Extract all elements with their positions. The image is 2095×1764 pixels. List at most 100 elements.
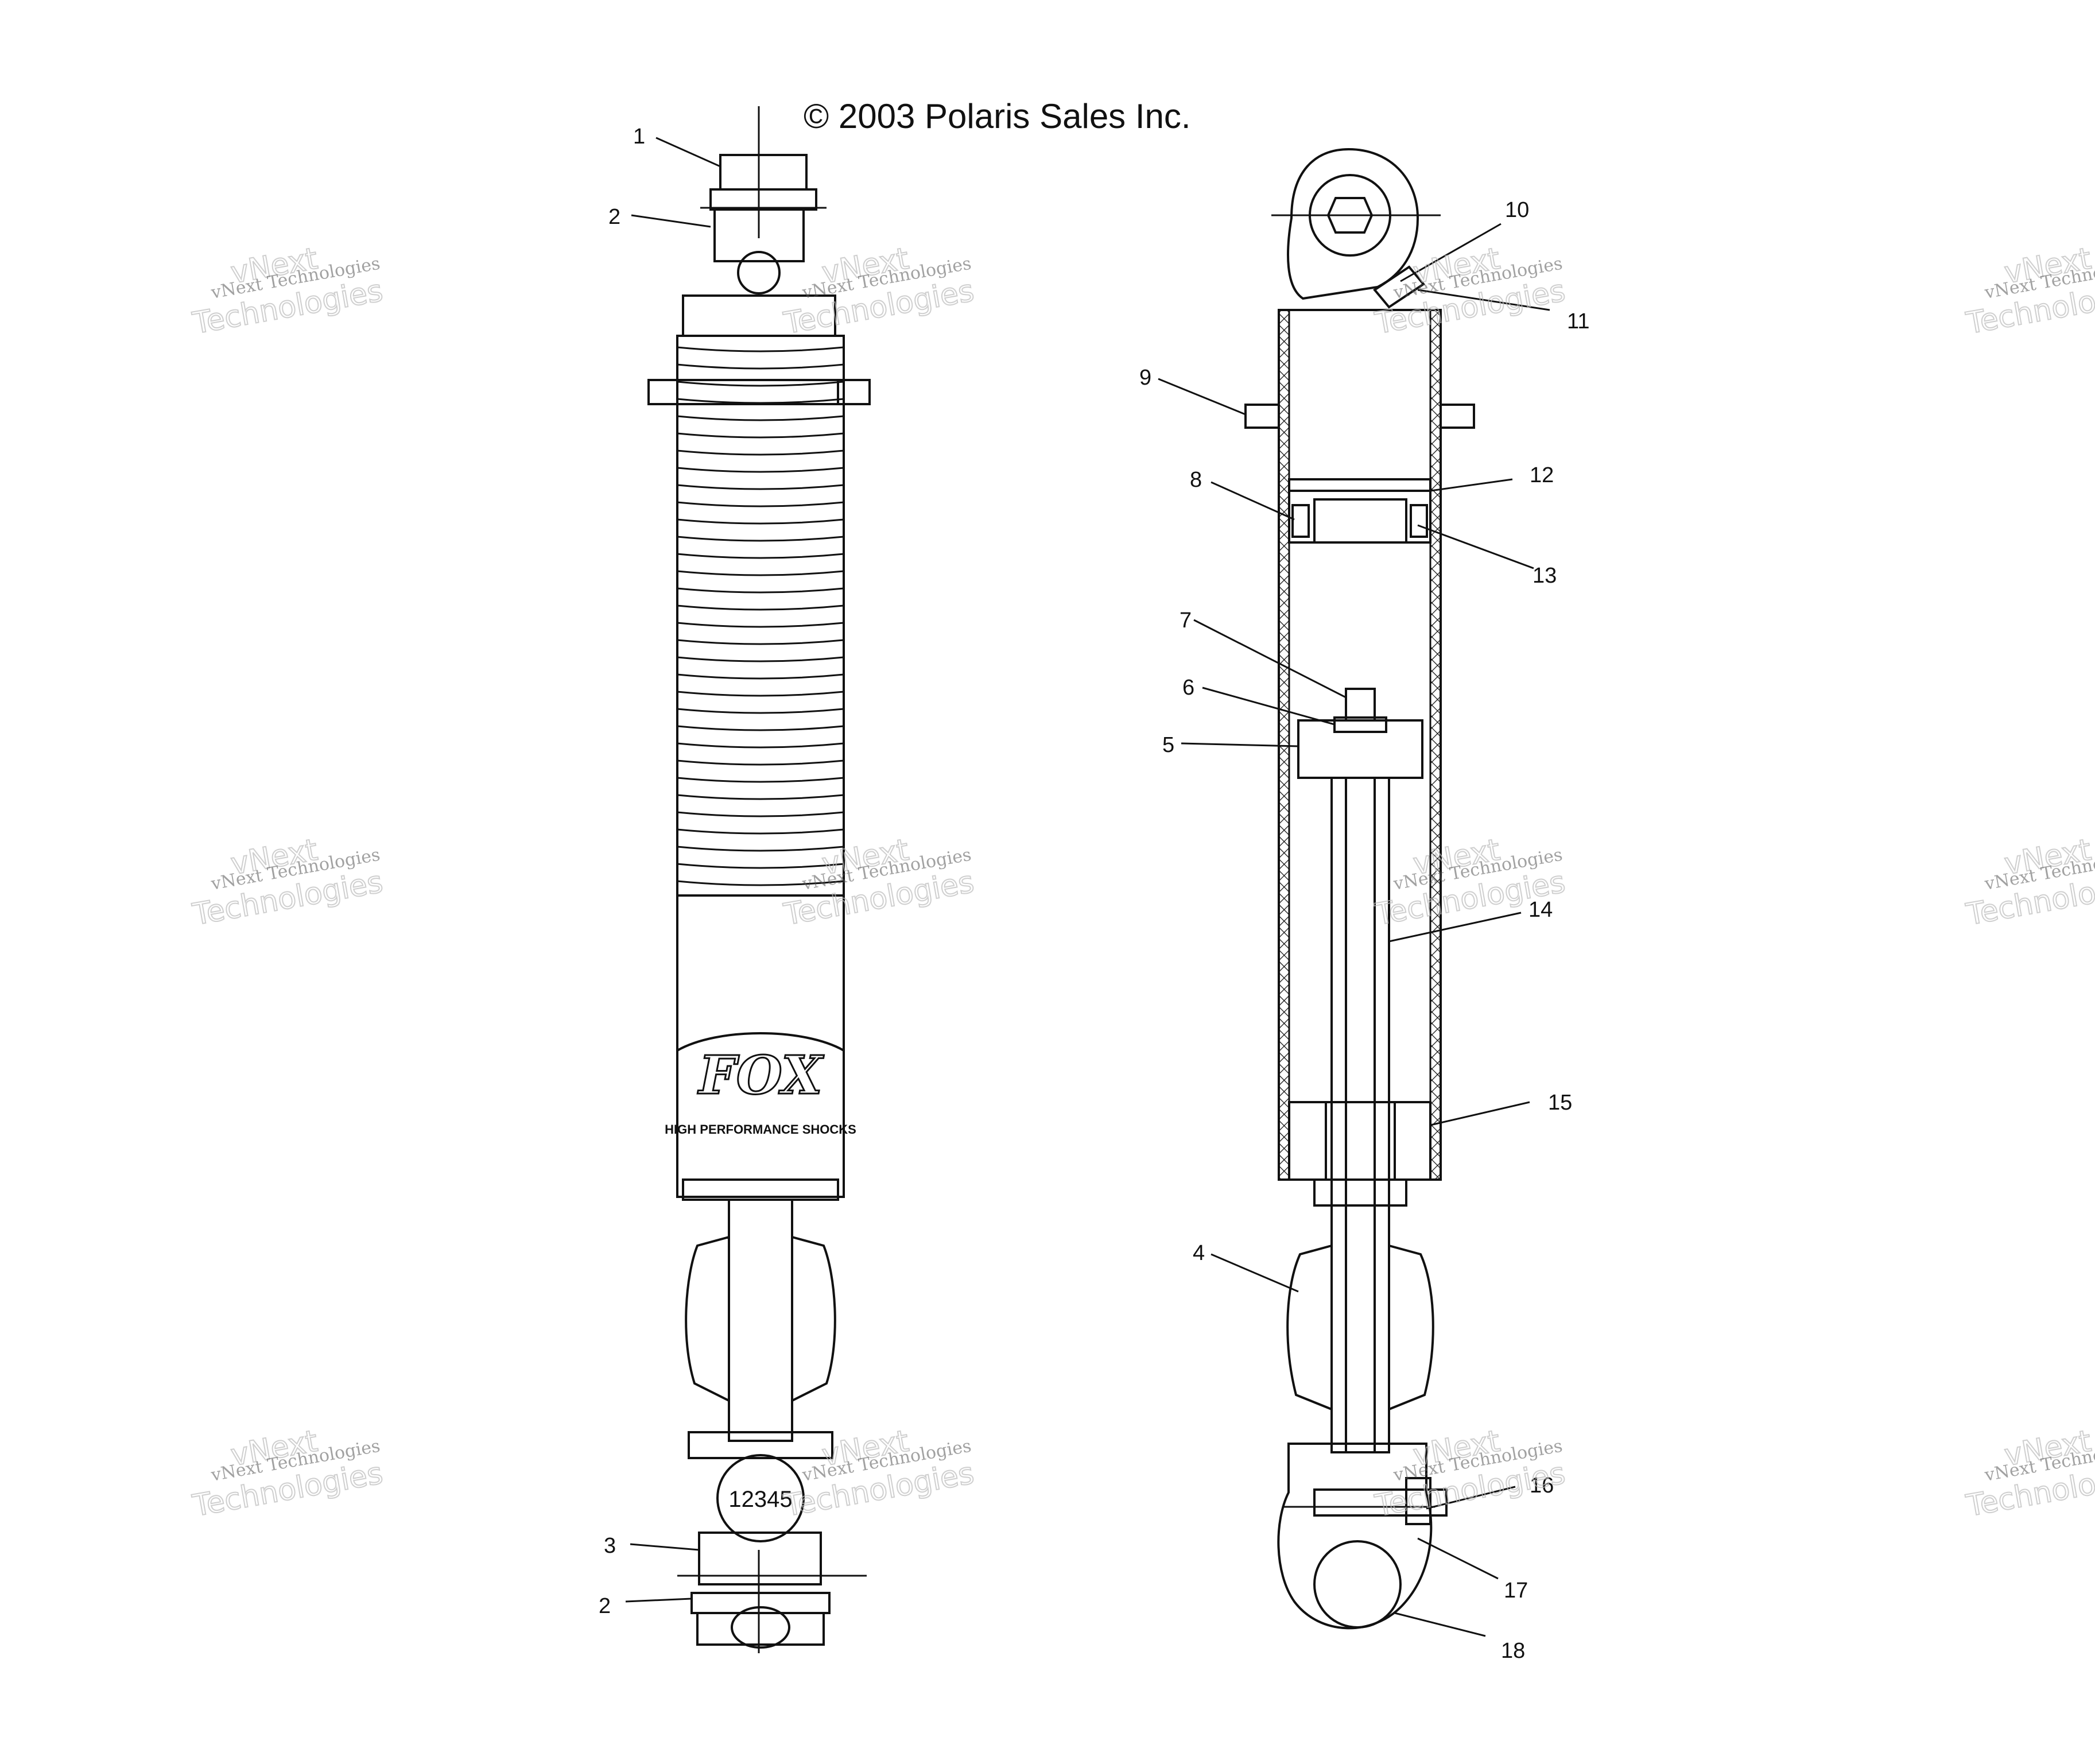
brand-tagline: HIGH PERFORMANCE SHOCKS <box>665 1122 856 1137</box>
adjuster-screw <box>1405 1477 1431 1525</box>
bottom-spacer <box>690 1592 831 1614</box>
air-valve <box>1373 265 1425 309</box>
spring-coil <box>677 536 844 542</box>
callout-8: 8 <box>1190 468 1202 492</box>
main-piston <box>1297 719 1423 779</box>
bottom-eyelet <box>698 1532 822 1585</box>
spring-coil <box>677 415 844 421</box>
preload-collar <box>647 379 871 405</box>
shock-exterior-view: FOX HIGH PERFORMANCE SHOCKS 12345 <box>647 106 871 1653</box>
cutaway-shaft <box>1330 777 1390 1453</box>
callout-4: 4 <box>1193 1241 1205 1265</box>
callout-9: 9 <box>1139 366 1151 390</box>
spring-coil <box>677 794 844 800</box>
callout-leaders <box>625 137 1550 1637</box>
bottom-bushing <box>1313 1540 1402 1629</box>
spring-coil <box>677 467 844 473</box>
piston-shaft <box>728 1199 793 1442</box>
spring-coil <box>677 501 844 507</box>
callout-12: 12 <box>1530 463 1554 487</box>
spring-coil <box>677 742 844 749</box>
seal-head <box>1288 1101 1431 1181</box>
piston-washer <box>1333 716 1387 733</box>
callout-14: 14 <box>1528 898 1553 922</box>
callout-2-top: 2 <box>608 205 620 229</box>
spring-coil <box>677 811 844 817</box>
callout-1: 1 <box>633 125 645 149</box>
callout-labels: 1 2 3 2 10 11 9 12 8 13 7 6 5 14 15 4 16… <box>599 125 1589 1663</box>
spring-coil <box>677 604 844 611</box>
bottom-out-bumper-left <box>685 1235 730 1403</box>
piston-nut <box>1345 688 1376 722</box>
side-mount-left <box>1244 404 1280 429</box>
callout-17: 17 <box>1504 1579 1528 1603</box>
spring-coil <box>677 691 844 697</box>
spring-coil <box>677 553 844 559</box>
callout-5: 5 <box>1162 733 1174 757</box>
compression-adjuster-dial <box>716 1454 805 1542</box>
callout-13: 13 <box>1533 564 1557 588</box>
spring-coil <box>677 673 844 680</box>
callout-16: 16 <box>1530 1474 1554 1498</box>
spring-coil <box>677 759 844 766</box>
spring-coil <box>677 346 844 352</box>
spring-coil <box>677 777 844 783</box>
spring-coil <box>677 863 844 869</box>
spring-coil <box>677 432 844 439</box>
spring-coil <box>677 708 844 714</box>
spring-coil <box>677 449 844 456</box>
bottom-out-bumper-right <box>791 1235 836 1403</box>
callout-2-bottom: 2 <box>599 1594 611 1618</box>
spring-coil <box>677 398 844 404</box>
cylinder-body <box>1278 309 1442 1181</box>
top-eyelet-section <box>1287 148 1419 300</box>
callout-10: 10 <box>1505 198 1529 222</box>
callout-7: 7 <box>1180 608 1192 633</box>
cutaway-bumper-right <box>1388 1244 1434 1411</box>
spring-coil <box>677 622 844 628</box>
spring-coil <box>677 639 844 645</box>
spring-coil <box>677 656 844 662</box>
shock-cutaway-view <box>1244 148 1475 1630</box>
callout-11: 11 <box>1567 309 1589 334</box>
top-mount-bolt <box>737 251 781 294</box>
spring-coil <box>677 828 844 835</box>
spring-coil <box>677 518 844 525</box>
spring-coil <box>677 363 844 370</box>
callout-15: 15 <box>1548 1091 1572 1115</box>
adjuster-dial-numbers: 12345 <box>728 1487 792 1512</box>
side-mount-right <box>1440 404 1475 429</box>
shock-body <box>676 894 845 1198</box>
spring-coil <box>677 570 844 576</box>
callout-6: 6 <box>1182 676 1194 700</box>
spring-coil <box>677 587 844 594</box>
coil-spring <box>676 335 845 897</box>
spring-coil <box>677 880 844 886</box>
top-spacer <box>709 188 817 211</box>
copyright-text: © 2003 Polaris Sales Inc. <box>804 97 1191 135</box>
callout-3: 3 <box>604 1534 616 1558</box>
spring-coil <box>677 846 844 852</box>
brand-logo: FOX <box>697 1044 824 1106</box>
cutaway-bumper-left <box>1286 1244 1333 1411</box>
callout-18: 18 <box>1501 1639 1525 1663</box>
spring-coil <box>677 381 844 387</box>
spring-coil <box>677 484 844 490</box>
floating-piston-oring-left <box>1291 504 1310 538</box>
floating-piston <box>1288 478 1431 544</box>
top-eyelet-bushing <box>719 154 808 191</box>
floating-piston-oring-right <box>1410 504 1428 538</box>
